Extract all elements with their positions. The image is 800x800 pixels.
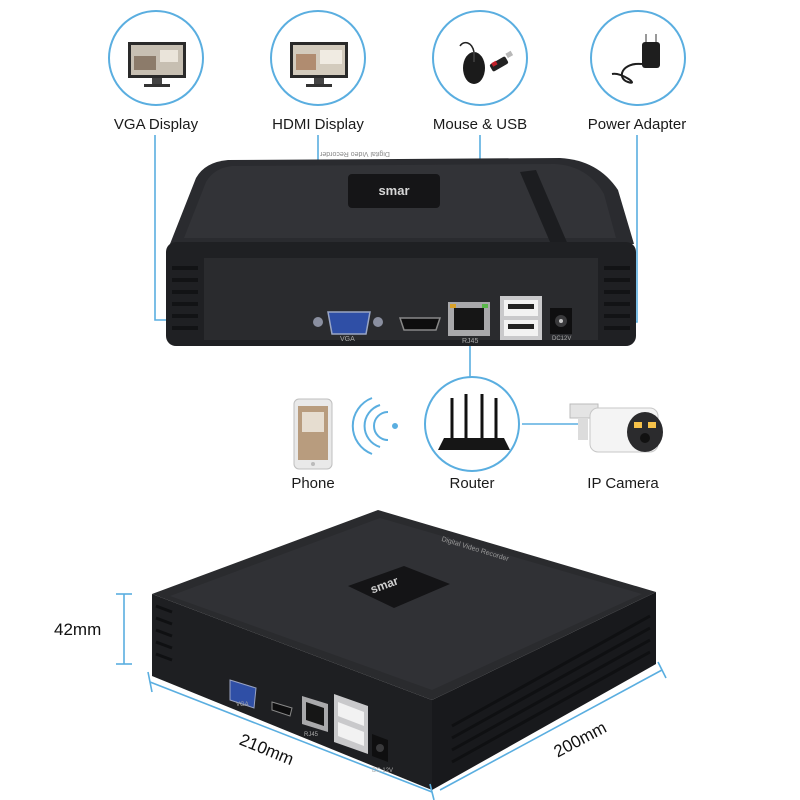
mouse-usb-label: Mouse & USB xyxy=(432,116,528,133)
power-adapter-icon xyxy=(611,34,660,84)
router-icon xyxy=(438,394,510,450)
router-circle xyxy=(424,376,520,472)
brand-logo-top: smar xyxy=(378,183,410,198)
power-adapter-circle xyxy=(590,10,686,106)
vga-display-circle xyxy=(108,10,204,106)
vga-port-label-bottom: VGA xyxy=(236,702,249,708)
phone-label: Phone xyxy=(291,475,335,492)
vga-display-label: VGA Display xyxy=(113,116,199,133)
dc-port-label-bottom: DC 12V xyxy=(372,768,394,774)
hdmi-display-label: HDMI Display xyxy=(272,116,364,133)
vga-port-label-top: VGA xyxy=(340,336,355,343)
wifi-icon xyxy=(351,397,398,455)
usb-stick-icon xyxy=(489,50,514,72)
monitor-icon xyxy=(128,42,186,87)
height-dimension-label: 42mm xyxy=(54,620,102,639)
power-adapter-label: Power Adapter xyxy=(587,116,687,133)
monitor-icon xyxy=(290,42,348,87)
dc-port-label-top: DC12V xyxy=(552,336,572,342)
rj45-port-label-top: RJ45 xyxy=(462,338,479,345)
lid-text-top: Digital Video Recorder xyxy=(320,150,390,157)
ip-camera-label: IP Camera xyxy=(587,475,659,492)
rj45-port-label-bottom: RJ45 xyxy=(304,732,319,738)
mouse-icon xyxy=(459,41,514,84)
hdmi-display-circle xyxy=(270,10,366,106)
mouse-usb-circle xyxy=(432,10,528,106)
router-label: Router xyxy=(449,475,495,492)
